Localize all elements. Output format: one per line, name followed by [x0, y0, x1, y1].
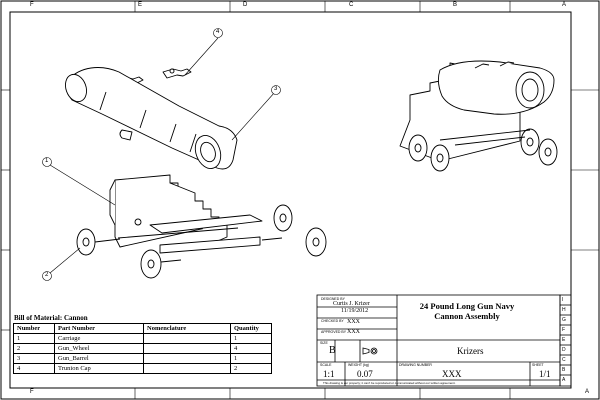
table-row: 4 Trunion Cap 2 [13, 363, 272, 374]
zone-label-top-a: A [562, 2, 567, 8]
sheet-label: SHEET [532, 363, 544, 367]
bom-header-quantity: Quantity [230, 323, 272, 334]
table-row: 3 Gun_Barrel 1 [13, 353, 272, 364]
table-row: 2 Gun_Wheel 4 [13, 343, 272, 354]
zone-label-top-f: F [30, 2, 34, 8]
approved-by: XXX [347, 329, 360, 335]
rev-zone-i: I [562, 297, 564, 303]
bom-header-nomenclature: Nomenclature [143, 323, 231, 334]
drawn-by-label: DESIGNED BY [321, 297, 345, 301]
bom-table: Number Part Number Nomenclature Quantity… [13, 323, 272, 374]
drawing-title-line1: 24 Pound Long Gun Navy [419, 301, 515, 311]
bom-cell [143, 353, 231, 364]
bom-title: Bill of Material: Cannon [14, 314, 88, 322]
table-row: 1 Carriage 1 [13, 333, 272, 344]
zone-label-top-e: E [138, 2, 143, 8]
rev-zone-f: F [562, 327, 566, 333]
balloons [42, 28, 281, 281]
company-name: Krizers [457, 346, 484, 356]
bom-cell: 1 [230, 333, 272, 344]
title-block: DESIGNED BY Curtis J. Krizer 11/19/2012 … [317, 295, 560, 386]
sheet-size: B [329, 345, 336, 356]
sheet-number: 1/1 [539, 369, 551, 379]
balloon-2: 2 [45, 272, 49, 278]
weight-value: 0.07 [357, 369, 373, 379]
balloon-4: 4 [216, 29, 220, 35]
size-label: SIZE [320, 341, 328, 345]
zone-label-bottom-f: F [30, 389, 34, 395]
bom-cell [143, 363, 231, 374]
title-block-grid [316, 294, 572, 387]
assembled-view [399, 60, 558, 172]
weight-label: WEIGHT (kg) [348, 363, 369, 367]
bom-cell: Gun_Wheel [54, 343, 144, 354]
checked-by: XXX [347, 319, 360, 325]
bom-cell: 4 [13, 363, 55, 374]
bom-header-part-number: Part Number [54, 323, 144, 334]
rev-zone-b: B [562, 367, 566, 373]
checked-by-label: CHECKED BY [321, 319, 344, 323]
drawn-by: Curtis J. Krizer [333, 301, 370, 307]
bom-cell: Gun_Barrel [54, 353, 144, 364]
rev-zone-c: C [562, 357, 566, 363]
bom-cell [143, 343, 231, 354]
bom-cell: 4 [230, 343, 272, 354]
proprietary-note: This drawing is our property; it can't b… [323, 381, 456, 385]
bom-cell: 2 [230, 363, 272, 374]
exploded-view [65, 67, 327, 279]
rev-zone-e: E [562, 337, 566, 343]
drawing-title: 24 Pound Long Gun Navy Cannon Assembly [399, 301, 535, 321]
zone-label-bottom-a: A [585, 389, 590, 395]
drawing-title-line2: Cannon Assembly [434, 311, 500, 321]
bom-cell: 1 [13, 333, 55, 344]
rev-zone-a: A [562, 377, 566, 383]
zone-label-top-c: C [349, 2, 354, 8]
rev-zone-g: G [562, 317, 566, 323]
scale-label: SCALE [320, 363, 332, 367]
zone-label-top-d: D [243, 2, 248, 8]
zone-label-top-b: B [453, 2, 458, 8]
scale-value: 1:1 [323, 369, 335, 379]
balloon-3: 3 [274, 86, 278, 92]
bom-cell: 1 [230, 353, 272, 364]
inner-border [9, 11, 572, 389]
bom-cell: 2 [13, 343, 55, 354]
bom-cell: 3 [13, 353, 55, 364]
balloon-1: 1 [45, 158, 49, 164]
bom-cell: Trunion Cap [54, 363, 144, 374]
drawn-date: 11/19/2012 [341, 308, 369, 314]
rev-zone-h: H [562, 307, 566, 313]
bom-header-row: Number Part Number Nomenclature Quantity [13, 323, 272, 334]
gun-barrel-part [67, 67, 238, 170]
bom-cell [143, 333, 231, 344]
drawing-number: XXX [442, 369, 462, 379]
rev-zone-d: D [562, 347, 566, 353]
approved-by-label: APPROVED BY [321, 330, 347, 334]
drawing-number-label: DRAWING NUMBER [399, 363, 432, 367]
bom-header-number: Number [13, 323, 55, 334]
bom-cell: Carriage [54, 333, 144, 344]
